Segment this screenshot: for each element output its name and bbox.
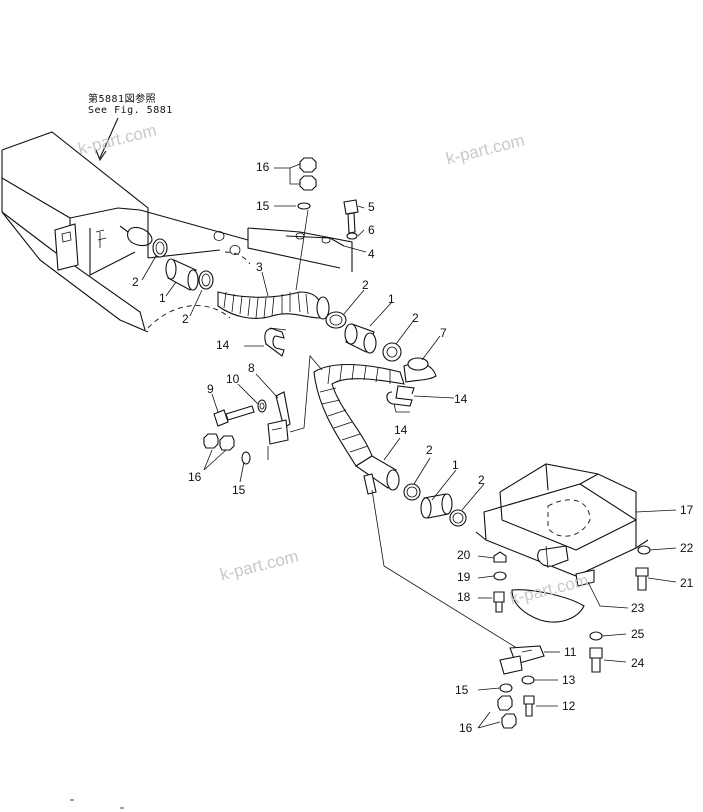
clamp-2-upper-left xyxy=(152,238,168,258)
hose-main-corrugated xyxy=(313,363,405,467)
callout-2-right-b: 2 xyxy=(412,311,419,325)
callout-14-lower: 14 xyxy=(394,423,408,437)
edge-marks xyxy=(70,799,124,809)
callout-16-lower: 16 xyxy=(459,721,473,735)
washer-13 xyxy=(521,675,535,685)
callout-25: 25 xyxy=(631,627,645,641)
hose-end-lower xyxy=(354,455,400,495)
duct-box-17 xyxy=(475,463,649,587)
washer-15-lower xyxy=(499,683,513,693)
callout-4: 4 xyxy=(368,247,375,261)
callout-1-lower: 1 xyxy=(452,458,459,472)
callout-23: 23 xyxy=(631,601,645,615)
callout-1-right: 1 xyxy=(388,292,395,306)
bolt-18 xyxy=(493,591,505,613)
clamp-2-right-b xyxy=(382,342,402,362)
hose-1-lower xyxy=(420,493,453,519)
callout-13: 13 xyxy=(562,673,576,687)
callout-20: 20 xyxy=(457,548,471,562)
callout-5: 5 xyxy=(368,200,375,214)
callout-17: 17 xyxy=(680,503,694,517)
bracket-11 xyxy=(499,645,545,675)
callout-21: 21 xyxy=(680,576,694,590)
callout-18: 18 xyxy=(457,590,471,604)
hose-1-upper-left xyxy=(165,258,199,291)
callout-9: 9 xyxy=(207,382,214,396)
nut-stack-16-mid xyxy=(203,433,251,465)
callout-15-top: 15 xyxy=(256,199,270,213)
nut-stack-16-top xyxy=(295,157,317,291)
hose-3 xyxy=(217,291,330,320)
callout-15-lower: 15 xyxy=(455,683,469,697)
reference-note-japanese: 第5881図参照 xyxy=(88,94,157,105)
bracket-8 xyxy=(267,391,291,445)
callout-2-upper-left: 2 xyxy=(132,275,139,289)
callout-19: 19 xyxy=(457,570,471,584)
elbow-7 xyxy=(403,357,437,383)
callout-2-lower-a: 2 xyxy=(426,443,433,457)
reference-note-english: See Fig. 5881 xyxy=(88,105,173,116)
washer-19 xyxy=(493,571,507,581)
washer-22 xyxy=(637,545,651,555)
bolt-24 xyxy=(589,647,603,673)
callout-14-left: 14 xyxy=(216,338,230,352)
bolt-9 xyxy=(213,405,255,427)
callout-24: 24 xyxy=(631,656,645,670)
bolt-21 xyxy=(635,567,649,591)
leader-lines-mid xyxy=(267,355,521,651)
callout-11: 11 xyxy=(564,645,577,659)
callout-1-upper-left: 1 xyxy=(159,291,166,305)
callout-2-upper-mid: 2 xyxy=(182,312,189,326)
clamp-2-upper-mid xyxy=(198,270,214,290)
clamp-2-lower-b xyxy=(449,509,467,527)
callout-12: 12 xyxy=(562,699,576,713)
nut-stack-16-lower xyxy=(497,695,517,729)
washer-10 xyxy=(257,399,267,413)
callout-leaders xyxy=(141,163,677,729)
hose-1-right xyxy=(344,323,377,354)
callout-14-right: 14 xyxy=(454,392,468,406)
plate-23 xyxy=(511,589,585,623)
callout-10: 10 xyxy=(226,372,240,386)
clamp-2-right-a xyxy=(325,311,347,329)
bolt-12 xyxy=(523,695,535,717)
reference-note: 第5881図参照 See Fig. 5881 xyxy=(88,94,173,116)
frame-leaders xyxy=(224,245,251,265)
callout-3: 3 xyxy=(256,260,263,274)
u-clip-14-right xyxy=(386,385,415,413)
u-clip-14-left xyxy=(264,327,287,357)
callout-22: 22 xyxy=(680,541,694,555)
callout-6: 6 xyxy=(368,223,375,237)
callout-8: 8 xyxy=(248,361,255,375)
callout-7: 7 xyxy=(440,326,447,340)
washer-25 xyxy=(589,631,603,641)
clamp-2-lower-a xyxy=(403,483,421,501)
callout-15-mid: 15 xyxy=(232,483,246,497)
callout-16-mid: 16 xyxy=(188,470,202,484)
callout-2-right-a: 2 xyxy=(362,278,369,292)
reference-arrow xyxy=(95,117,119,162)
callout-2-lower-b: 2 xyxy=(478,473,485,487)
bolt-5 xyxy=(343,199,359,240)
callout-16-top: 16 xyxy=(256,160,270,174)
nut-20 xyxy=(493,551,507,563)
frame-body xyxy=(1,131,249,333)
